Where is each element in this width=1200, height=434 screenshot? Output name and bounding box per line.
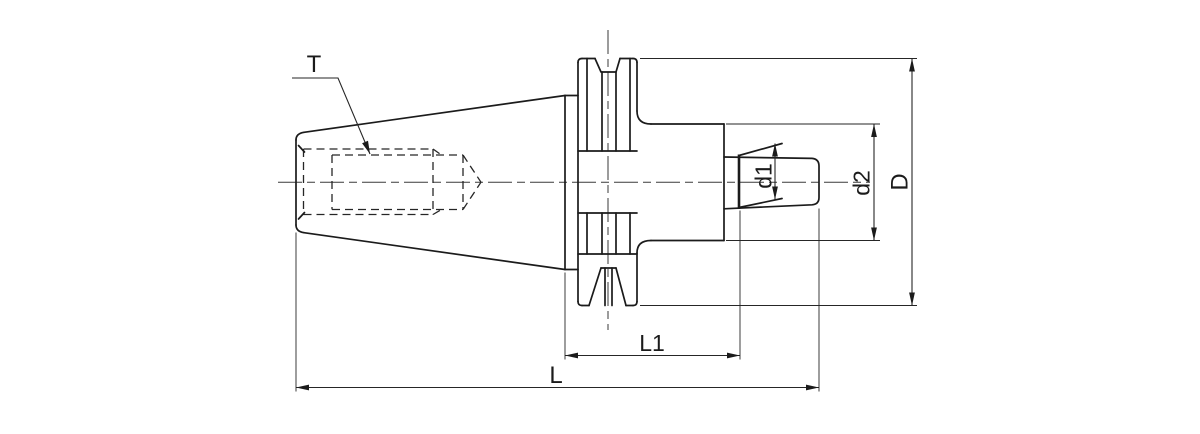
label-flange-diameter-D: D <box>887 173 914 190</box>
leader-arrowhead-T <box>362 140 370 154</box>
extension-lines <box>295 58 917 392</box>
spigot-taper-line-bottom <box>738 197 783 209</box>
leader-line-T <box>292 77 371 155</box>
label-thread-T: T <box>307 51 322 78</box>
label-neck-length-L1: L1 <box>639 330 665 356</box>
v-groove-bottom <box>588 267 602 307</box>
taper-shank <box>295 94 579 271</box>
label-overall-length-L: L <box>549 362 562 389</box>
neck <box>636 110 725 254</box>
part-outline <box>295 57 820 307</box>
thread-bore-hidden-lines <box>302 148 482 216</box>
v-groove-top <box>594 57 621 73</box>
dimension-lines <box>292 58 913 389</box>
flange <box>577 57 638 307</box>
label-spigot-diameter-d1: d1 <box>751 163 777 189</box>
arrowheads <box>296 58 915 391</box>
label-neck-diameter-d2: d2 <box>849 170 875 196</box>
